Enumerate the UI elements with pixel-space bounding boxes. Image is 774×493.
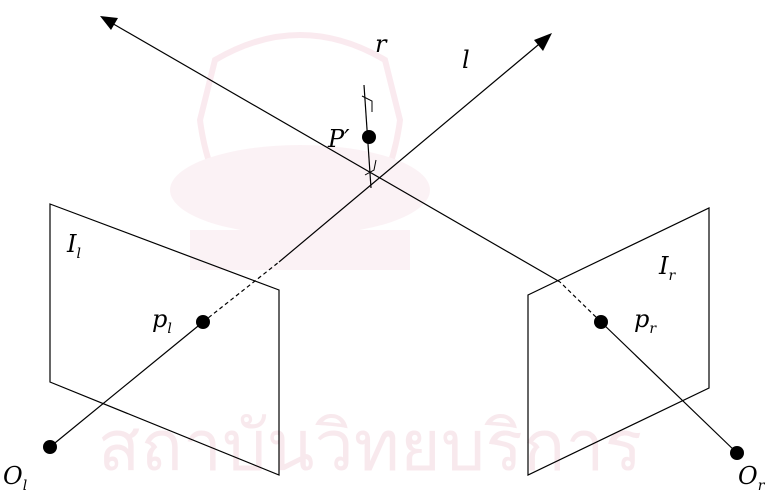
origin-left-label-main: O bbox=[3, 462, 23, 490]
ray-l-label: l bbox=[462, 46, 470, 74]
p-left-label: pl bbox=[152, 305, 172, 337]
image-right-label-sub: r bbox=[668, 268, 676, 284]
right-ray-arrowhead bbox=[100, 16, 118, 30]
right-angle-mark-bottom bbox=[364, 159, 377, 176]
left-image-plane bbox=[49, 203, 280, 476]
midpoint-p-prime bbox=[362, 130, 376, 144]
origin-left-label: Ol bbox=[3, 462, 27, 493]
image-left-label-main: I bbox=[66, 230, 77, 258]
right-ray-back-segment bbox=[600, 321, 738, 454]
origin-right bbox=[730, 446, 744, 460]
p-left-label-sub: l bbox=[167, 321, 171, 337]
left-ray-front-segment bbox=[278, 39, 545, 263]
origin-right-label: Or bbox=[738, 462, 766, 493]
p-prime-label: P′ bbox=[327, 125, 350, 153]
p-right-label-sub: r bbox=[649, 321, 657, 337]
right-ray-front-segment bbox=[109, 21, 561, 283]
watermark-thai-text: สถาบันวิทยบริการ bbox=[98, 405, 642, 487]
p-right-label: pr bbox=[634, 305, 657, 337]
image-left-label: Il bbox=[66, 230, 81, 262]
ray-r-label: r bbox=[375, 30, 388, 58]
watermark-seal bbox=[170, 32, 430, 270]
p-right-label-main: p bbox=[634, 305, 649, 333]
image-right-label-main: I bbox=[658, 252, 669, 280]
right-angle-mark-top bbox=[361, 95, 373, 112]
origin-right-label-sub: r bbox=[758, 478, 766, 493]
left-ray-back-segment bbox=[49, 321, 204, 448]
origin-left-label-sub: l bbox=[23, 478, 27, 493]
origin-left bbox=[43, 440, 57, 454]
left-ray-arrowhead bbox=[534, 33, 552, 51]
point-p-right bbox=[594, 315, 608, 329]
right-image-plane bbox=[527, 207, 710, 476]
origin-right-label-main: O bbox=[738, 462, 758, 490]
image-left-label-sub: l bbox=[76, 246, 80, 262]
left-ray-hidden-segment bbox=[202, 261, 280, 323]
point-p-left bbox=[196, 315, 210, 329]
p-left-label-main: p bbox=[152, 305, 167, 333]
right-ray-hidden-segment bbox=[559, 281, 602, 323]
image-right-label: Ir bbox=[658, 252, 676, 284]
